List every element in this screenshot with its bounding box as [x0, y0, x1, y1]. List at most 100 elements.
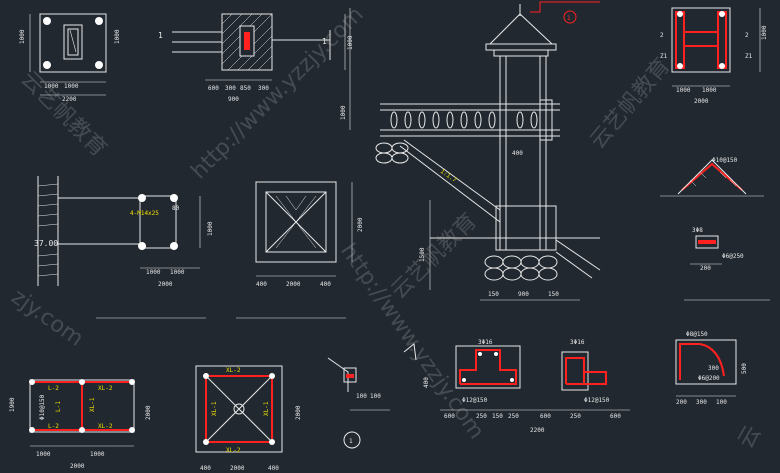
roof-plan: 400 2000 400 2000 — [236, 181, 364, 319]
dim-2000-g: 2000 — [230, 465, 245, 472]
dim-1000-m: 1000 — [36, 451, 51, 458]
dim-250-b: 250 — [508, 413, 519, 420]
watermark-brand-3: 云艺帆教育 — [387, 209, 482, 304]
dim-1500: 1500 — [419, 247, 426, 262]
bar-a12-150-b: Φ12@150 — [584, 397, 610, 404]
bar-a10-150-roof: Φ10@150 — [712, 157, 738, 164]
dim-100-b: 100 — [370, 393, 381, 400]
dim-400-d: 400 — [200, 465, 211, 472]
dim-2200-a: 2200 — [62, 96, 77, 103]
beam-label-l1: L-1 — [55, 401, 62, 412]
section-mark-1-right: 1 — [322, 37, 327, 46]
dim-400-f: 400 — [423, 377, 430, 388]
dim-2200-b: 2200 — [530, 427, 545, 434]
dim-100-a: 100 — [356, 393, 367, 400]
dim-250-a: 250 — [476, 413, 487, 420]
watermark-url-1: http://www.yzzjy.com — [187, 2, 369, 184]
watermark-layer: http://www.yzzjy.com http://www.yzzjy.co… — [7, 2, 767, 453]
dim-250-c: 250 — [570, 413, 581, 420]
bar-3d16-a: 3Φ16 — [478, 339, 493, 346]
beam-label-xl2-d: XL-2 — [226, 447, 241, 454]
dim-80: 80 — [172, 205, 180, 212]
wall-section-detail: 1 1 600 300 850 300 900 1000 — [158, 13, 354, 103]
bar-a6-200: Φ6@200 — [698, 375, 720, 382]
dim-1000-n: 1000 — [90, 451, 105, 458]
roof-ridge-detail: Φ10@150 — [660, 157, 764, 197]
dim-150-a: 150 — [488, 291, 499, 298]
dim-2000-b: 2000 — [158, 281, 173, 288]
beam-label-xl2-a: XL-2 — [98, 385, 113, 392]
dim-100-c: 100 — [716, 399, 727, 406]
section-mark-1-left: 1 — [158, 31, 163, 40]
dim-1000-a: 1000 — [44, 83, 59, 90]
bar-a6-250: Φ6@250 — [722, 253, 744, 260]
dim-2000-e: 2000 — [70, 463, 85, 470]
corner-beam-detail: Φ8@150 300 Φ6@200 200 300 100 500 — [675, 331, 748, 406]
anchor-label: 4-M14x25 — [130, 210, 159, 217]
detail-marker-1: 1 — [349, 438, 353, 445]
dim-600-a: 600 — [444, 413, 455, 420]
beam-label-xl2-b: XL-2 — [98, 423, 113, 430]
dim-200-a: 200 — [700, 265, 711, 272]
dim-1000-d: 1000 — [114, 29, 121, 44]
column-plan-detail: 2 2 Z1 Z1 1000 1000 2000 1000 — [660, 7, 768, 105]
dim-1000-c: 1000 — [19, 29, 26, 44]
bar-3d8: 3Φ8 — [692, 227, 703, 234]
callout-1: 1 — [567, 15, 571, 22]
dim-400-c: 400 — [320, 281, 331, 288]
beam-label-xl2-c: XL-2 — [226, 367, 241, 374]
dim-1000-g: 1000 — [676, 87, 691, 94]
watermark-url-3: zjy.com — [7, 284, 88, 351]
beam-label-xl1-b: XL-1 — [263, 401, 270, 416]
dim-500: 500 — [741, 363, 748, 374]
bracket-detail: 100 100 1 — [327, 343, 417, 449]
dim-600-b: 600 — [540, 413, 551, 420]
grid-num-2-right: 2 — [745, 32, 749, 39]
elevation-label: 37.00 — [34, 239, 58, 248]
dim-600: 600 — [208, 85, 219, 92]
dim-300-b: 300 — [258, 85, 269, 92]
dim-1000-b: 1000 — [64, 83, 79, 90]
dim-2000-c: 2000 — [286, 281, 301, 288]
dim-150-b: 150 — [548, 291, 559, 298]
slope-label: 1:1.7 — [439, 168, 458, 184]
dim-1000-j: 1000 — [207, 221, 214, 236]
dim-1000-h: 1000 — [702, 87, 717, 94]
beam-label-xl1-a: XL-1 — [211, 401, 218, 416]
z1-left: Z1 — [660, 53, 668, 60]
dim-400-b: 400 — [256, 281, 267, 288]
anchor-plan: 37.00 4-M14x25 80 1000 1000 1000 2000 — [34, 176, 214, 288]
beam-plan-bottom-centre: XL-2 XL-2 XL-1 XL-1 400 2000 400 2000 — [195, 365, 302, 472]
beam-label-l2-b: L-2 — [48, 423, 59, 430]
watermark-char: 云 — [734, 421, 767, 453]
watermark-brand-2: 云艺帆教育 — [16, 67, 111, 162]
z1-right: Z1 — [745, 53, 753, 60]
dim-900-b: 900 — [518, 291, 529, 298]
beam-sections: 3Φ16 3Φ16 Φ12@150 Φ12@150 600 250 150 25… — [423, 339, 630, 434]
dim-300-a: 300 — [225, 85, 236, 92]
dim-900: 900 — [228, 96, 239, 103]
bar-a10-150-plan: Φ10@150 — [39, 394, 46, 420]
pavilion-elevation: 1 1:1.7 — [340, 1, 601, 301]
dim-150-c: 150 — [492, 413, 503, 420]
small-beam-section: 3Φ8 Φ6@250 200 — [684, 227, 770, 301]
dim-1900: 1900 — [9, 397, 16, 412]
dim-2000-f: 2000 — [145, 405, 152, 420]
dim-400: 400 — [512, 150, 523, 157]
watermark-brand-1: 云艺帆教育 — [585, 54, 675, 154]
dim-1000-i: 1000 — [761, 25, 768, 40]
dim-2000-a: 2000 — [694, 98, 709, 105]
dim-200-b: 200 — [676, 399, 687, 406]
beam-label-l2-a: L-2 — [48, 385, 59, 392]
dim-300-d: 300 — [696, 399, 707, 406]
grid-num-2-left: 2 — [660, 32, 664, 39]
dim-1000-l: 1000 — [170, 269, 185, 276]
dim-2000-h: 2000 — [295, 405, 302, 420]
dim-1000-k: 1000 — [146, 269, 161, 276]
beam-label-xl1: XL-1 — [89, 397, 96, 412]
dim-1000-e: 1000 — [347, 35, 354, 50]
dim-2000-d: 2000 — [357, 217, 364, 232]
dim-600-c: 600 — [610, 413, 621, 420]
